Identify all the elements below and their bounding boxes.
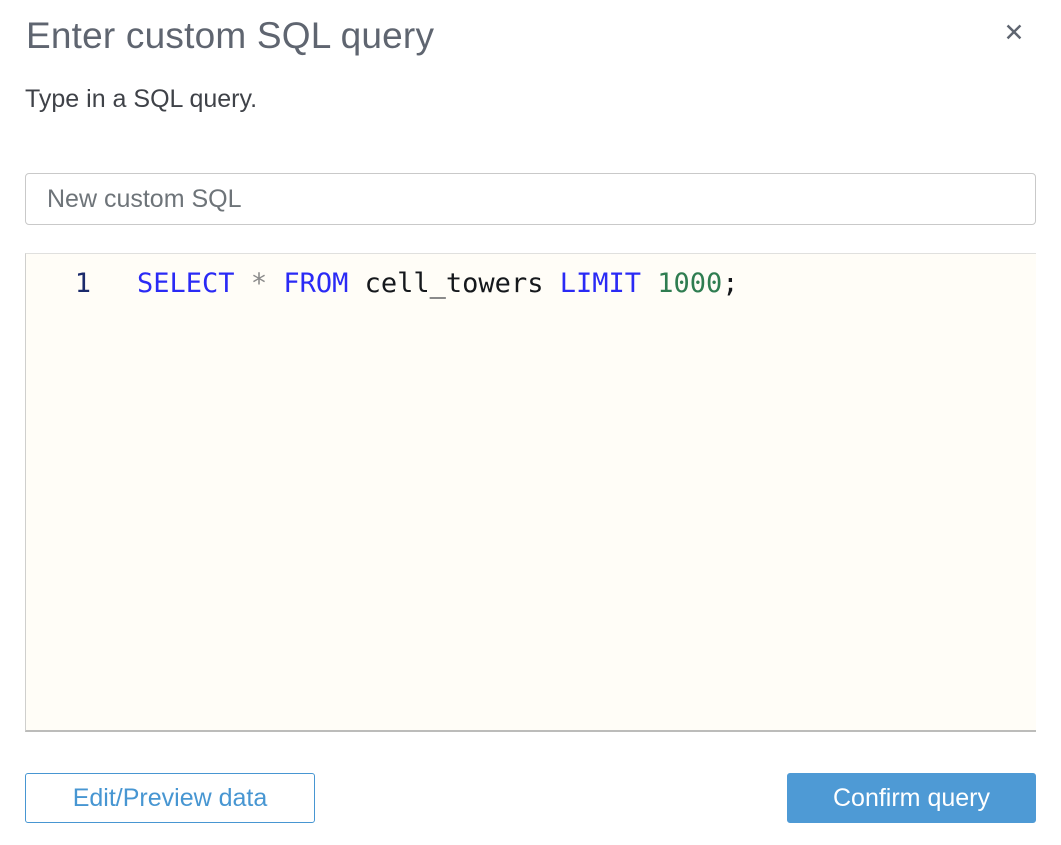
- sql-query-line: SELECT * FROM cell_towers LIMIT 1000;: [137, 268, 739, 299]
- confirm-query-button[interactable]: Confirm query: [787, 773, 1036, 823]
- close-icon[interactable]: ✕: [996, 14, 1032, 50]
- query-name-input[interactable]: [25, 173, 1036, 225]
- page-title: Enter custom SQL query: [26, 15, 435, 56]
- edit-preview-data-button[interactable]: Edit/Preview data: [25, 773, 315, 823]
- line-number: 1: [74, 268, 91, 299]
- code-row: 1 SELECT * FROM cell_towers LIMIT 1000;: [26, 254, 1036, 302]
- sql-code-editor[interactable]: 1 SELECT * FROM cell_towers LIMIT 1000;: [25, 253, 1036, 732]
- dialog-subtitle: Type in a SQL query.: [25, 85, 258, 113]
